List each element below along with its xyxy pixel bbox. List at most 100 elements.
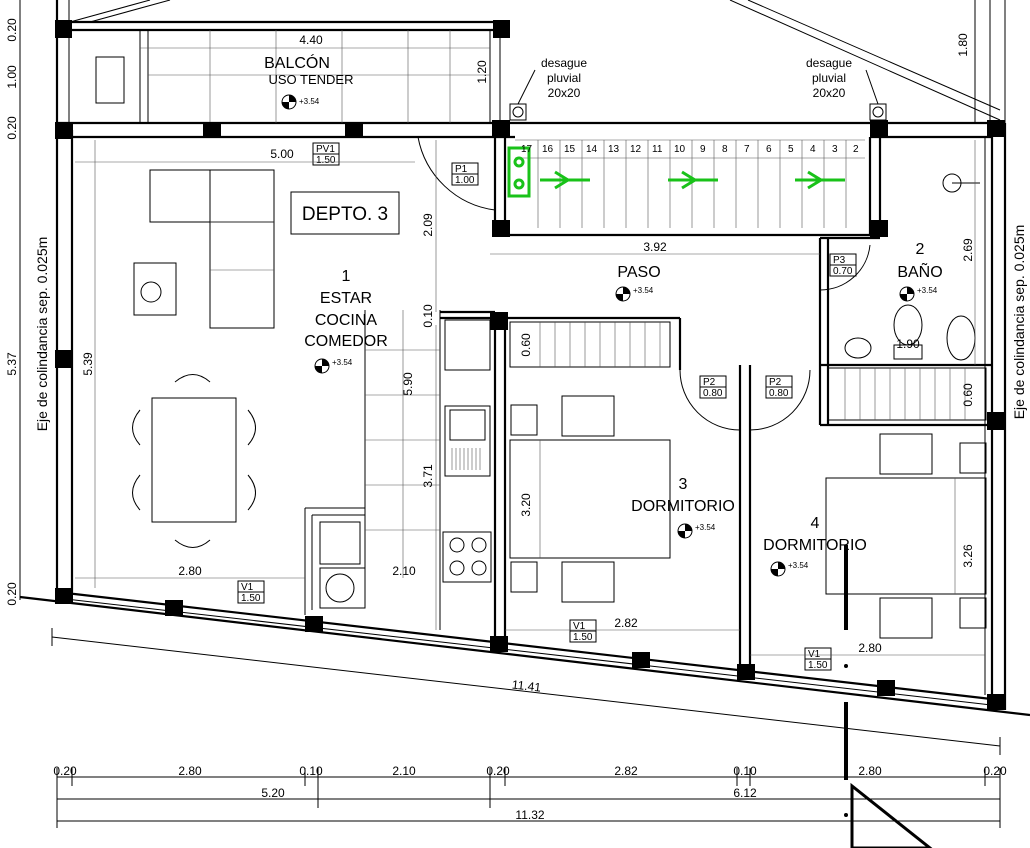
balcony-name: BALCÓN bbox=[264, 53, 330, 72]
dim-bath-inner: 1.90 bbox=[896, 337, 920, 351]
columns bbox=[55, 20, 1005, 710]
dim-living-height: 5.39 bbox=[81, 352, 95, 376]
room-name-line: COMEDOR bbox=[304, 333, 388, 350]
stair-number: 5 bbox=[788, 144, 794, 155]
opening-size: 1.50 bbox=[316, 155, 336, 166]
opening-tags: PV1 1.50 P1 1.00 P3 0.70 P2 0.80 P2 0.80… bbox=[237, 142, 857, 671]
balcony-subtitle: USO TENDER bbox=[269, 72, 354, 87]
opening-code: V1 bbox=[241, 582, 254, 593]
dim-living-bottom: 2.80 bbox=[178, 564, 202, 578]
dim-kitchen-width: 2.10 bbox=[392, 564, 416, 578]
stair-number: 16 bbox=[542, 144, 554, 155]
opening-tag: V1 1.50 bbox=[804, 647, 832, 671]
level-markers: +3.54 +3.54 +3.54 +3.54 +3.54 +3.54 bbox=[281, 94, 938, 577]
bottom-dim: 11.32 bbox=[515, 808, 544, 822]
opening-tag: V1 1.50 bbox=[569, 619, 597, 643]
dim-closet4-depth: 0.60 bbox=[961, 383, 975, 407]
diagonal-dimension: 11.41 bbox=[51, 628, 1001, 755]
room-name-line: ESTAR bbox=[320, 290, 372, 307]
opening-code: P2 bbox=[703, 377, 716, 388]
opening-tag: P2 0.80 bbox=[765, 375, 793, 399]
stair-number: 2 bbox=[853, 144, 859, 155]
doors bbox=[417, 136, 871, 431]
room-labels: DEPTO. 3 1 ESTAR COCINA COMEDOR 2 BAÑO 3… bbox=[264, 53, 943, 554]
dim-kitchen-h4: 3.71 bbox=[421, 464, 435, 488]
drain-label: 20x20 bbox=[813, 86, 846, 100]
room-number: 2 bbox=[916, 241, 925, 258]
level-value: +3.54 bbox=[917, 286, 938, 295]
level-marker-room4: +3.54 bbox=[770, 561, 809, 577]
section-marker bbox=[844, 545, 933, 848]
dim-left-b: 1.00 bbox=[5, 65, 19, 89]
level-value: +3.54 bbox=[695, 523, 716, 532]
dim-bed3-width: 2.82 bbox=[614, 616, 638, 630]
room-name-line: COCINA bbox=[315, 312, 378, 329]
room-number: 4 bbox=[811, 515, 820, 532]
opening-code: P3 bbox=[833, 255, 846, 266]
drain-label: desague bbox=[541, 56, 587, 70]
dim-hall-width: 3.92 bbox=[643, 240, 667, 254]
opening-code: PV1 bbox=[316, 144, 335, 155]
dim-balcony-depth: 1.20 bbox=[475, 60, 489, 84]
bottom-dim: 2.10 bbox=[392, 764, 416, 778]
stair-number: 8 bbox=[722, 144, 728, 155]
bottom-dim: 6.12 bbox=[733, 786, 757, 800]
interior-dimensions: 4.40 1.20 5.00 5.39 2.80 2.10 2.09 0.10 … bbox=[75, 33, 985, 656]
opening-size: 1.00 bbox=[455, 175, 475, 186]
dim-bed3-height: 3.20 bbox=[519, 493, 533, 517]
opening-tag: PV1 1.50 bbox=[312, 142, 340, 166]
level-marker-balcony: +3.54 bbox=[281, 94, 320, 110]
stair-number: 4 bbox=[810, 144, 816, 155]
drain-label: 20x20 bbox=[548, 86, 581, 100]
stair-number: 11 bbox=[652, 144, 663, 155]
stair-number: 3 bbox=[832, 144, 838, 155]
level-value: +3.54 bbox=[788, 561, 809, 570]
room-name-line: DORMITORIO bbox=[763, 537, 867, 554]
opening-tag: P2 0.80 bbox=[699, 375, 727, 399]
drain-label: pluvial bbox=[812, 71, 846, 85]
bottom-dim: 0.20 bbox=[486, 764, 510, 778]
bottom-dim: 5.20 bbox=[261, 786, 285, 800]
walls bbox=[19, 0, 1030, 717]
furniture bbox=[95, 56, 987, 639]
bottom-dim: 2.80 bbox=[858, 764, 882, 778]
opening-size: 0.70 bbox=[833, 266, 853, 277]
room-name-line: DORMITORIO bbox=[631, 498, 735, 515]
stair-numbers: 17 16 15 14 13 12 11 10 9 8 7 6 5 4 3 2 bbox=[521, 144, 859, 155]
level-value: +3.54 bbox=[299, 97, 320, 106]
room-name-line: BAÑO bbox=[897, 261, 942, 281]
dim-closet3-depth: 0.60 bbox=[519, 333, 533, 357]
stair-number: 7 bbox=[744, 144, 750, 155]
level-marker-hall: +3.54 bbox=[615, 286, 654, 302]
opening-size: 1.50 bbox=[573, 632, 593, 643]
opening-size: 0.80 bbox=[703, 388, 723, 399]
opening-tag: V1 1.50 bbox=[237, 580, 265, 604]
bottom-dimensions: 0.20 2.80 0.10 2.10 0.20 2.82 0.10 2.80 … bbox=[53, 764, 1007, 828]
stair-number: 14 bbox=[586, 144, 598, 155]
opening-code: V1 bbox=[808, 649, 821, 660]
stair-number: 10 bbox=[674, 144, 686, 155]
dim-kitchen-h1: 2.09 bbox=[421, 213, 435, 237]
level-marker-room1: +3.54 bbox=[314, 358, 353, 374]
dim-living-top: 5.00 bbox=[270, 147, 294, 161]
opening-tag: P1 1.00 bbox=[451, 162, 479, 186]
dim-kitchen-h2: 0.10 bbox=[421, 304, 435, 328]
stair-number: 9 bbox=[700, 144, 706, 155]
dim-left-a: 0.20 bbox=[5, 18, 19, 42]
stair-number: 6 bbox=[766, 144, 772, 155]
opening-size: 1.50 bbox=[808, 660, 828, 671]
bottom-dim: 0.10 bbox=[299, 764, 323, 778]
dim-left-total: 5.37 bbox=[5, 352, 19, 376]
stair-number: 15 bbox=[564, 144, 576, 155]
room-number: 3 bbox=[679, 476, 688, 493]
opening-tag: P3 0.70 bbox=[829, 253, 857, 277]
dim-left-d: 0.20 bbox=[5, 582, 19, 606]
dim-bath-height: 2.69 bbox=[961, 238, 975, 262]
stair-number: 17 bbox=[521, 144, 533, 155]
room-number: 1 bbox=[342, 268, 351, 285]
bottom-dim: 2.80 bbox=[178, 764, 202, 778]
left-boundary-label: Eje de colindancia sep. 0.025m bbox=[34, 237, 50, 432]
level-marker-room2: +3.54 bbox=[899, 286, 938, 302]
unit-title: DEPTO. 3 bbox=[302, 204, 388, 225]
